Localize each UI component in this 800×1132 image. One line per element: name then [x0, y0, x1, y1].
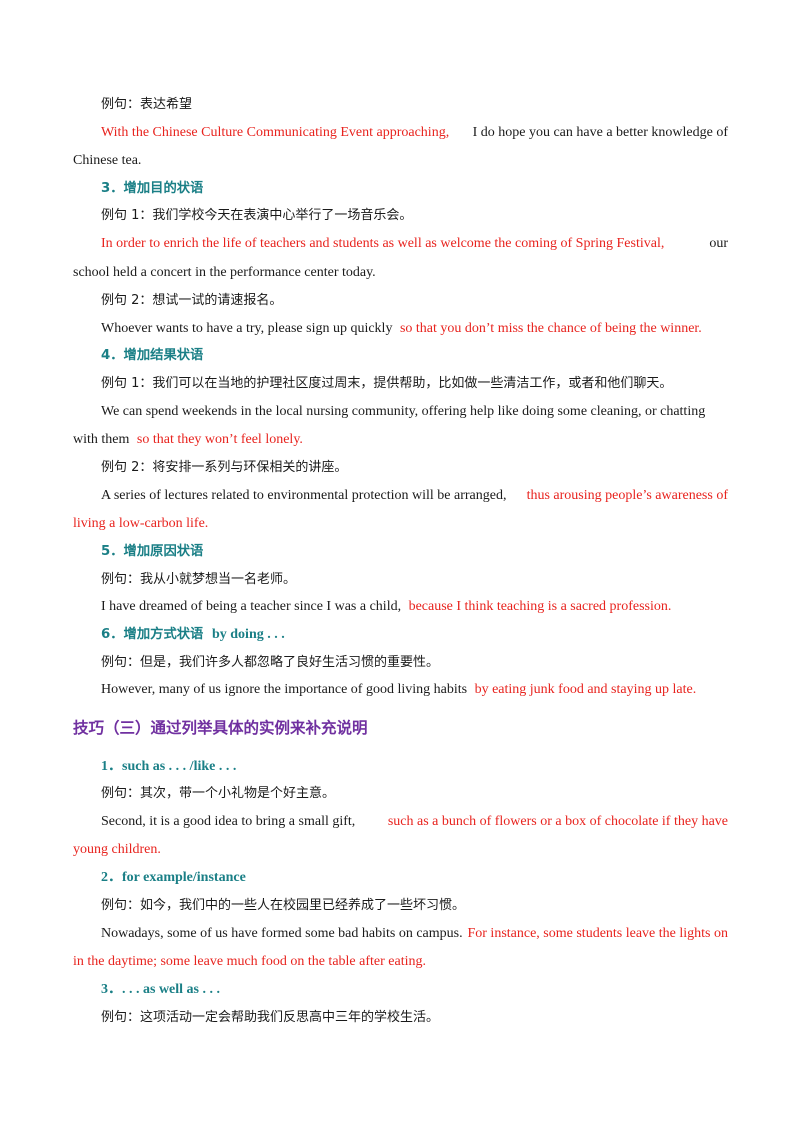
- subheading-keyword: by doing . . .: [211, 627, 285, 642]
- example-sentence: However, many of us ignore the importanc…: [101, 681, 696, 699]
- subheading-text: 2．for example/instance: [101, 870, 246, 885]
- subheading-text: 1．such as . . . /like . . .: [101, 759, 237, 774]
- example-sentence: With the Chinese Culture Communicating E…: [73, 124, 728, 142]
- sentence-text: A series of lectures related to environm…: [101, 488, 507, 503]
- highlighted-phrase: by eating junk food and staying up late.: [474, 682, 697, 697]
- highlighted-phrase: so that you don’t miss the chance of bei…: [399, 321, 702, 336]
- subheading-text: 3．. . . as well as . . .: [101, 982, 220, 997]
- highlighted-phrase: such as a bunch of flowers or a box of c…: [387, 814, 728, 829]
- example-sentence: Second, it is a good idea to bring a sma…: [101, 813, 728, 831]
- highlighted-phrase: thus arousing people’s awareness of: [526, 488, 728, 503]
- sentence-text: We can spend weekends in the local nursi…: [101, 404, 706, 419]
- sentence-text: I have dreamed of being a teacher since …: [101, 599, 402, 614]
- subheading: 2．for example/instance: [101, 869, 246, 887]
- subheading: 6．增加方式状语 by doing . . .: [101, 626, 285, 644]
- subheading-text: 6．增加方式状语: [101, 627, 204, 642]
- sentence-text: Second, it is a good idea to bring a sma…: [101, 814, 356, 829]
- sentence-text: I do hope you can have a better knowledg…: [472, 125, 728, 140]
- example-label: 例句 2：将安排一系列与环保相关的讲座。: [101, 460, 348, 475]
- sentence-text: Nowadays, some of us have formed some ba…: [101, 926, 463, 941]
- example-label: 例句：表达希望: [101, 97, 193, 112]
- sentence-text: with them: [73, 432, 130, 447]
- sentence-text: Chinese tea.: [73, 153, 142, 168]
- example-sentence: In order to enrich the life of teachers …: [73, 235, 728, 253]
- example-label: 例句：我从小就梦想当一名老师。: [101, 572, 297, 587]
- subheading: 5．增加原因状语: [101, 544, 204, 559]
- example-label: 例句 1：我们学校今天在表演中心举行了一场音乐会。: [101, 208, 413, 223]
- example-sentence: Nowadays, some of us have formed some ba…: [101, 925, 728, 943]
- subheading: 3．. . . as well as . . .: [101, 981, 220, 999]
- highlighted-phrase: because I think teaching is a sacred pro…: [408, 599, 672, 614]
- example-sentence: Whoever wants to have a try, please sign…: [101, 320, 702, 338]
- highlighted-phrase: so that they won’t feel lonely.: [136, 432, 303, 447]
- example-label: 例句 2：想试一试的请速报名。: [101, 293, 283, 308]
- example-label: 例句：这项活动一定会帮助我们反思高中三年的学校生活。: [101, 1010, 440, 1025]
- example-label: 例句 1：我们可以在当地的护理社区度过周末，提供帮助，比如做一些清洁工作，或者和…: [101, 376, 673, 391]
- sentence-text: our: [709, 236, 728, 251]
- example-label: 例句：如今，我们中的一些人在校园里已经养成了一些坏习惯。: [101, 898, 466, 913]
- subheading: 1．such as . . . /like . . .: [101, 758, 236, 776]
- example-sentence: with them so that they won’t feel lonely…: [73, 431, 303, 449]
- highlighted-phrase: In order to enrich the life of teachers …: [101, 236, 665, 251]
- section-title: 技巧（三）通过列举具体的实例来补充说明: [73, 719, 368, 737]
- example-label: 例句：但是，我们许多人都忽略了良好生活习惯的重要性。: [101, 655, 440, 670]
- sentence-text: However, many of us ignore the importanc…: [101, 682, 468, 697]
- example-sentence: I have dreamed of being a teacher since …: [101, 598, 671, 616]
- sentence-text: school held a concert in the performance…: [73, 265, 376, 280]
- example-sentence: A series of lectures related to environm…: [101, 487, 728, 505]
- subheading: 4．增加结果状语: [101, 348, 204, 363]
- subheading: 3．增加目的状语: [101, 181, 204, 196]
- highlighted-phrase: For instance, some students leave the li…: [467, 926, 728, 941]
- sentence-text: Whoever wants to have a try, please sign…: [101, 321, 393, 336]
- highlighted-phrase: living a low-carbon life.: [73, 516, 209, 531]
- example-label: 例句：其次，带一个小礼物是个好主意。: [101, 786, 336, 801]
- highlighted-phrase: With the Chinese Culture Communicating E…: [101, 125, 450, 140]
- highlighted-phrase: young children.: [73, 842, 161, 857]
- highlighted-phrase: in the daytime; some leave much food on …: [73, 954, 426, 969]
